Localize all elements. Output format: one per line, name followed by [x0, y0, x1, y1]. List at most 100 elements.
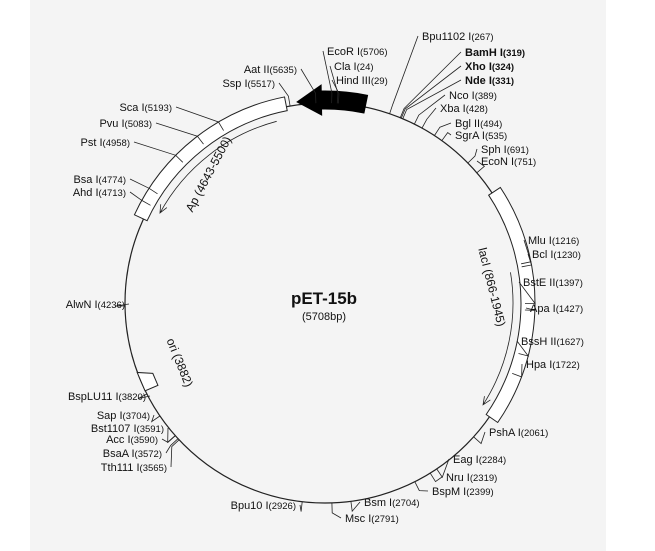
site-leader-line [322, 50, 333, 104]
site-name: Sca I [119, 102, 144, 114]
restriction-site-label: Hpa I(1722) [526, 359, 580, 371]
restriction-site-label: Pvu I(5083) [99, 118, 152, 130]
plasmid-size: (5708bp) [302, 311, 346, 323]
site-position: (2791) [371, 514, 398, 525]
restriction-site-label: Sca I(5193) [119, 102, 172, 114]
site-name: Bgl II [455, 118, 480, 130]
site-name: Pst I [81, 137, 103, 149]
site-name: Xho I [465, 61, 492, 73]
site-position: (2284) [479, 455, 506, 466]
site-name: Ahd I [73, 187, 99, 199]
restriction-site-label: Hind III(29) [336, 75, 388, 87]
restriction-site-label: Ahd I(4713) [73, 187, 126, 199]
site-name: Eag I [453, 454, 479, 466]
site-position: (5635) [270, 65, 297, 76]
site-name: Bpu1102 I [422, 31, 471, 43]
site-name: Msc I [345, 513, 371, 525]
site-position: (428) [466, 104, 488, 115]
restriction-site-label: Aat II(5635) [244, 64, 297, 76]
site-position: (319) [503, 48, 525, 59]
restriction-site-label: Acc I(3590) [106, 434, 158, 446]
site-name: BstE II [523, 277, 555, 289]
site-position: (3565) [140, 463, 167, 474]
site-leader-line [521, 253, 533, 268]
site-name: SgrA I [455, 130, 485, 142]
site-name: Bsa I [73, 174, 98, 186]
site-position: (3820) [119, 392, 146, 403]
site-position: (24) [357, 62, 374, 73]
site-name: Nru I [446, 472, 470, 484]
restriction-site-label: Nde I(331) [465, 75, 514, 87]
site-leader-line [331, 79, 340, 104]
site-leader-lines [114, 35, 536, 519]
site-position: (331) [492, 76, 514, 87]
site-position: (4713) [99, 188, 126, 199]
site-leader-line [299, 501, 303, 512]
restriction-site-label: Bpu10 I(2926) [231, 500, 296, 512]
restriction-site-label: Bgl II(494) [455, 118, 502, 130]
site-position: (5193) [145, 103, 172, 114]
site-name: Bcl I [532, 249, 553, 261]
restriction-site-label: Tth111 I(3565) [101, 462, 167, 474]
site-leader-line [434, 122, 452, 136]
site-labels: Bpu1102 I(267)BamH I(319)Xho I(324)Nde I… [66, 31, 584, 525]
site-leader-line [414, 94, 446, 125]
restriction-site-label: EcoR I(5706) [327, 46, 387, 58]
site-position: (2926) [269, 501, 296, 512]
site-position: (324) [492, 62, 514, 73]
site-position: (2061) [521, 428, 548, 439]
site-position: (1722) [552, 360, 579, 371]
restriction-site-label: Bcl I(1230) [532, 249, 581, 261]
site-position: (1627) [556, 337, 583, 348]
restriction-site-label: Mlu I(1216) [528, 235, 579, 247]
site-position: (1216) [552, 236, 579, 247]
restriction-site-label: BssH II(1627) [521, 336, 584, 348]
feature-ori-label: ori (3882) [164, 336, 196, 389]
restriction-site-label: BsaA I(3572) [103, 448, 162, 460]
site-leader-line [167, 427, 176, 444]
site-leader-line [114, 303, 130, 307]
site-name: Aat II [244, 64, 270, 76]
site-leader-line [389, 35, 419, 114]
restriction-site-label: BamH I(319) [465, 47, 525, 59]
site-name: Hind III [336, 75, 371, 87]
site-leader-line [170, 439, 180, 468]
site-leader-line [278, 82, 291, 107]
feature-ap-arrow [159, 120, 277, 214]
site-leader-line [331, 502, 342, 519]
site-leader-line [524, 307, 536, 311]
site-name: EcoR I [327, 46, 360, 58]
restriction-site-label: Bpu1102 I(267) [422, 31, 494, 43]
site-position: (4958) [103, 138, 130, 149]
site-position: (1397) [555, 278, 582, 289]
restriction-site-label: Msc I(2791) [345, 513, 399, 525]
feature-laci-arrow [482, 272, 514, 406]
restriction-site-label: EcoN I(751) [481, 156, 536, 168]
site-name: Pvu I [99, 118, 124, 130]
site-leader-line [155, 122, 204, 145]
site-position: (494) [480, 119, 502, 130]
feature-laci-label: lacI (866-1945) [475, 246, 508, 328]
site-leader-line [436, 458, 450, 479]
site-name: Sap I [97, 410, 123, 422]
restriction-site-label: Nru I(2319) [446, 472, 497, 484]
site-name: BspM I [432, 486, 466, 498]
restriction-site-label: Sph I(691) [481, 144, 529, 156]
restriction-site-label: BspM I(2399) [432, 486, 494, 498]
site-leader-line [441, 132, 452, 141]
site-position: (2704) [392, 498, 419, 509]
site-name: BspLU11 I [68, 391, 119, 403]
site-position: (3590) [131, 435, 158, 446]
restriction-site-label: AlwN I(4236) [66, 299, 125, 311]
restriction-site-label: Xba I(428) [440, 103, 488, 115]
restriction-site-label: PshA I(2061) [489, 427, 548, 439]
site-position: (4774) [99, 175, 126, 186]
site-position: (5083) [125, 119, 152, 130]
site-leader-line [421, 107, 437, 129]
restriction-site-label: Nco I(389) [449, 90, 497, 102]
site-name: Apa I [530, 303, 556, 315]
site-name: Nde I [465, 75, 492, 87]
site-leader-line [429, 472, 443, 483]
site-leader-line [175, 106, 224, 131]
